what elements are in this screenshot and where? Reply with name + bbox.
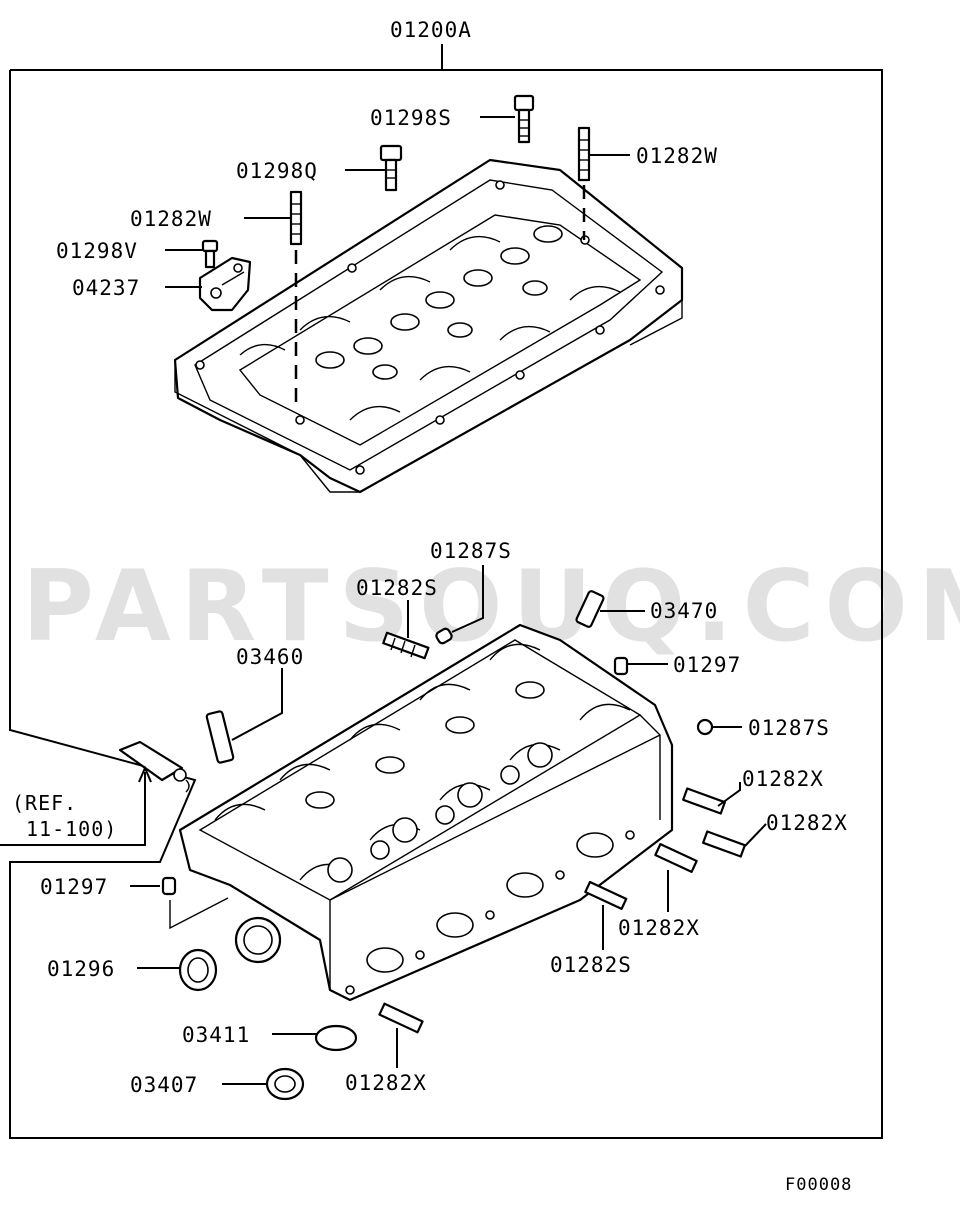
sensor-04237 (198, 256, 252, 312)
plug-01287s-top (435, 627, 453, 645)
part-label-03470[interactable]: 03470 (650, 599, 718, 623)
plug-01297-right (613, 656, 629, 676)
gasket-reference (118, 740, 190, 793)
plug-01287s-right (696, 718, 714, 736)
stud-01282x-1 (682, 787, 726, 815)
part-label-01297-left[interactable]: 01297 (40, 875, 108, 899)
part-label-01282S-top[interactable]: 01282S (356, 576, 438, 600)
axis-line (169, 897, 229, 930)
part-label-01282X-1[interactable]: 01282X (742, 767, 824, 791)
part-label-03411[interactable]: 03411 (182, 1023, 250, 1047)
part-label-01282X-2[interactable]: 01282X (766, 811, 848, 835)
part-label-01282W-left[interactable]: 01282W (130, 207, 212, 231)
assembly-label: 01200A (390, 18, 472, 42)
camshaft-carrier (173, 158, 684, 494)
part-label-01298Q[interactable]: 01298Q (236, 159, 318, 183)
stud-01282s-bottom (584, 880, 628, 910)
guide-03460 (205, 710, 235, 764)
reference-line-2: 11-100) (26, 817, 117, 841)
reference-arrow (138, 765, 152, 783)
part-label-01282X-4[interactable]: 01282X (345, 1071, 427, 1095)
leader-03460 (231, 668, 283, 741)
stud-01282w-right (577, 126, 591, 182)
seal-01296 (178, 948, 218, 992)
part-label-01297-right[interactable]: 01297 (673, 653, 741, 677)
part-label-01287S-top[interactable]: 01287S (430, 539, 512, 563)
bolt-01298s (513, 94, 535, 144)
stud-01282x-3 (654, 843, 698, 873)
assembly-frame (9, 69, 883, 1139)
stud-01282x-4 (378, 1002, 424, 1034)
part-label-03407[interactable]: 03407 (130, 1073, 198, 1097)
part-label-01287S-right[interactable]: 01287S (748, 716, 830, 740)
plug-03411 (314, 1024, 358, 1052)
leader-01282x-2 (744, 823, 767, 847)
figure-code: F00008 (785, 1175, 852, 1195)
plug-01297-left (161, 876, 177, 896)
part-label-01282X-3[interactable]: 01282X (618, 916, 700, 940)
guide-03470 (575, 590, 605, 628)
cylinder-head (178, 623, 674, 1002)
part-label-01282S-bottom[interactable]: 01282S (550, 953, 632, 977)
leader-01282x-1 (717, 782, 741, 807)
part-label-04237[interactable]: 04237 (72, 276, 140, 300)
stud-01282x-2 (702, 830, 746, 858)
stud-01282w-left (289, 190, 303, 246)
part-label-01298S[interactable]: 01298S (370, 106, 452, 130)
reference-leader (0, 772, 146, 846)
part-label-01298V[interactable]: 01298V (56, 239, 138, 263)
stud-01282s-top (382, 631, 430, 660)
part-label-03460[interactable]: 03460 (236, 645, 304, 669)
part-label-01296[interactable]: 01296 (47, 957, 115, 981)
bolt-01298v (201, 239, 219, 269)
bolt-01298q (379, 144, 403, 192)
part-label-01282W-right[interactable]: 01282W (636, 144, 718, 168)
seal-03407 (265, 1067, 305, 1101)
leader-01287s-top (451, 565, 484, 633)
reference-line-1: (REF. (12, 791, 77, 815)
